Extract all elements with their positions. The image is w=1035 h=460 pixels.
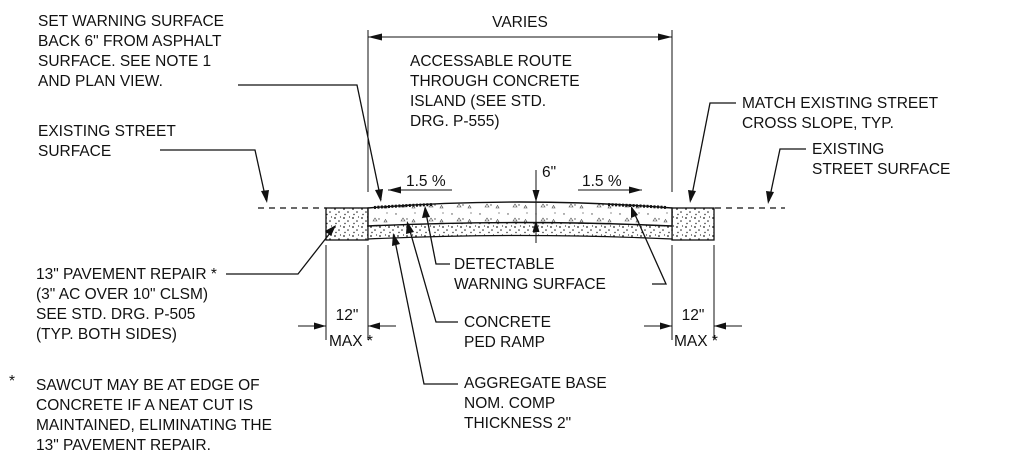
detectable-leader-right — [631, 207, 668, 285]
pavement-repair-leader — [226, 227, 335, 275]
thickness-arrow-top — [532, 190, 540, 202]
note-text: SAWCUT MAY BE AT EDGE OF CONCRETE IF A N… — [36, 377, 276, 454]
slope-left-label: 1.5 % — [406, 173, 446, 190]
detectable-arrow-left — [422, 206, 430, 218]
detectable-leader-left — [424, 207, 450, 265]
slope-left-arrowhead — [388, 186, 401, 194]
pavement-repair-left — [325, 207, 369, 241]
thickness-label: 6" — [542, 164, 556, 181]
aggregate-leader — [393, 235, 458, 385]
concrete-ramp-leader — [407, 223, 458, 323]
dim-left-arrow-b — [368, 322, 380, 330]
dim-right-arrow-b — [714, 322, 726, 330]
slope-right-label: 1.5 % — [582, 173, 622, 190]
dim-left-arrow-a — [314, 322, 326, 330]
set-warning-label: SET WARNING SURFACE BACK 6" FROM ASPHALT… — [38, 13, 228, 90]
aggregate-arrow — [392, 233, 400, 246]
detectable-label: DETECTABLE WARNING SURFACE — [454, 256, 606, 293]
thickness-arrow-bottom — [532, 220, 540, 232]
varies-arrow-left — [368, 33, 382, 41]
slope-right-arrowhead — [629, 186, 642, 194]
concrete-ramp — [367, 201, 673, 227]
concrete-ramp-label: CONCRETE PED RAMP — [464, 314, 555, 351]
warning-surface-left — [373, 203, 433, 209]
aggregate-base — [367, 221, 673, 240]
existing-street-left-arrow — [261, 190, 269, 203]
varies-label: VARIES — [492, 14, 548, 31]
pavement-repair-label: 13" PAVEMENT REPAIR * (3" AC OVER 10" CL… — [36, 266, 221, 343]
aggregate-label: AGGREGATE BASE NOM. COMP THICKNESS 2" — [464, 375, 611, 432]
dim-right-label: 12" — [682, 307, 705, 324]
pavement-repair-right — [671, 207, 715, 241]
accessible-route-label: ACCESSABLE ROUTE THROUGH CONCRETE ISLAND… — [410, 53, 584, 130]
concrete-ramp-arrow — [406, 221, 414, 234]
max-right-label: MAX * — [674, 333, 718, 350]
existing-street-right-leader — [768, 148, 806, 202]
match-existing-label: MATCH EXISTING STREET CROSS SLOPE, TYP. — [742, 95, 942, 132]
match-existing-arrow — [688, 190, 696, 203]
dim-right-arrow-a — [660, 322, 672, 330]
dim-left-label: 12" — [336, 307, 359, 324]
set-warning-arrow — [375, 189, 383, 202]
existing-street-left-label: EXISTING STREET SURFACE — [38, 123, 180, 160]
detectable-arrow-right — [631, 206, 638, 218]
existing-street-right-arrow — [766, 191, 774, 204]
existing-street-right-label: EXISTING STREET SURFACE — [812, 141, 950, 178]
warning-surface-right — [607, 203, 667, 209]
match-existing-leader — [690, 102, 736, 201]
max-left-label: MAX * — [329, 333, 373, 350]
existing-street-left-leader — [160, 149, 267, 201]
pavement-repair-arrow — [325, 225, 336, 236]
note-marker: * — [9, 373, 15, 390]
varies-arrow-right — [658, 33, 672, 41]
set-warning-leader — [238, 84, 382, 201]
